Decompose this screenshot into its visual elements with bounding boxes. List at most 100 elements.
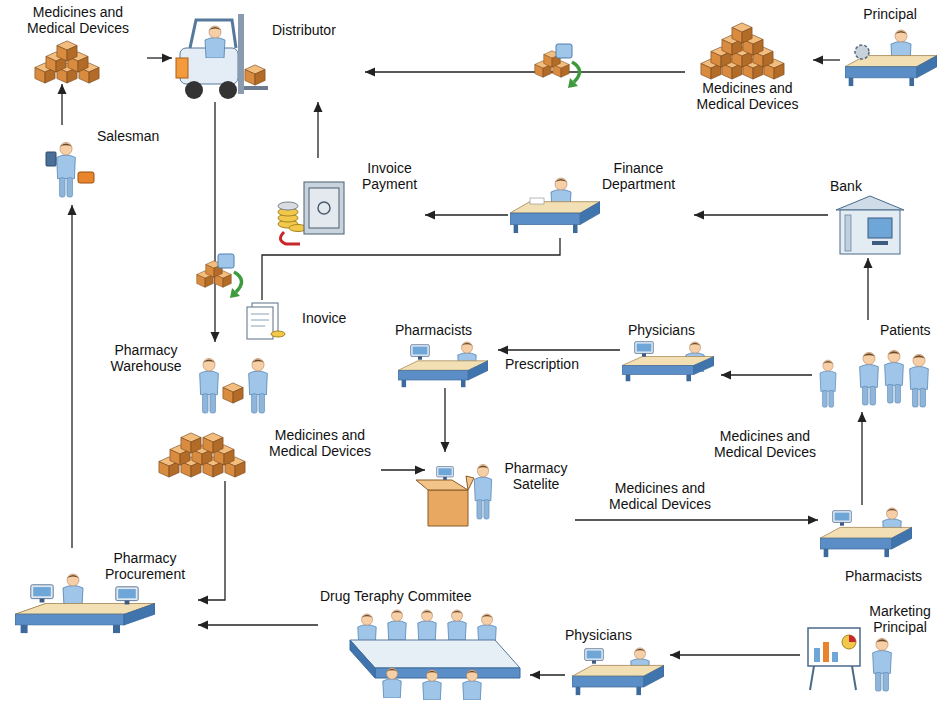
flow-arrow [365,68,685,77]
arrow-head [415,466,425,475]
arrow-label: Medicines and Medical Devices [590,480,730,512]
arrow-head [670,651,680,660]
arrow-head [813,56,823,65]
arrow-label: Prescription [505,356,600,372]
flow-node: Pharmacy Procurement [10,548,198,636]
flow-arrow [198,621,318,630]
arrow-head [694,211,704,220]
flow-arrow [670,651,800,660]
arrow-label-holder: Medicines and Medical Devices [705,428,825,460]
arrow-line [365,71,685,72]
flow-arrow [68,205,77,548]
flow-node: Physicians [620,320,721,380]
flow-node: Pharmacists [818,505,940,588]
arrow-head [211,332,220,342]
flow-node: Bank [828,178,908,258]
flow-arrow [314,102,323,158]
node-label: Marketing Principal [862,603,938,635]
flow-node: Salesman [45,125,170,205]
node-label: Medicines and Medical Devices [685,80,810,112]
flow-node: Pharmacy Satelite [425,452,575,532]
node-label: Patients [880,322,940,338]
arrow-head [858,412,867,422]
arrow-line [262,238,560,300]
arrow-line [861,412,862,505]
flow-arrow [813,56,840,65]
node-label: Pharmacists [845,568,935,584]
arrow-line [498,349,620,350]
flow-arrow [530,671,565,680]
arrow-line [575,519,818,520]
arrow-head [198,621,208,630]
node-label: Invoice Payment [357,160,422,192]
arrow-head [530,671,540,680]
arrow-label-holder: Medicines and Medical Devices [590,480,730,512]
arrow-head [314,102,323,112]
arrow-head [721,371,731,380]
flow-node: Inovice [240,300,370,340]
arrow-label-holder: Prescription [505,356,600,372]
flow-arrow [694,211,828,220]
node-label: Medicines and Medical Devices [262,427,378,459]
flow-node: Medicines and Medical Devices [685,18,813,116]
flow-arrow [441,388,450,452]
flow-node: Invoice Payment [272,158,425,240]
flow-node: Medicines and Medical Devices [12,4,147,84]
flow-arrow [211,102,220,342]
arrow-head [68,205,77,215]
arrow-head [808,516,818,525]
arrow-line [670,654,800,655]
arrow-head [864,258,873,268]
arrow-line [198,624,318,625]
node-label: Medicines and Medical Devices [12,4,144,36]
flow-arrow [425,211,508,220]
arrow-line [71,205,72,548]
node-label: Physicians [628,322,718,338]
flow-node: Marketing Principal [800,603,941,693]
flow-node: Distributor [172,12,365,102]
node-label: Pharmacy Warehouse [100,342,192,374]
node-label: Finance Department [586,160,691,192]
flow-node: Patients [812,320,943,412]
arrow-head [365,68,375,77]
flow-node: Principal [840,4,943,89]
node-label: Pharmacists [395,322,495,338]
node-label: Pharmacy Procurement [95,550,195,582]
flow-node: Pharmacy Warehouse [100,342,275,424]
flow-arrow [198,481,225,605]
arrow-head [162,54,172,63]
flow-arrow [575,516,818,525]
node-label: Drug Teraphy Commitee [320,588,525,604]
node-label: Salesman [97,128,167,144]
flow-arrow [864,258,873,320]
node-label: Distributor [272,22,362,38]
flow-node: Physicians [565,625,670,703]
arrow-line [721,374,812,375]
flow-arrow [858,412,867,505]
node-label: Inovice [302,310,367,326]
flow-node: Medicines and Medical Devices [150,425,381,481]
node-label: Pharmacy Satelite [501,460,571,492]
flow-node: Pharmacists [395,320,498,388]
arrow-head [58,84,67,94]
flow-arrow [721,371,812,380]
node-label: Principal [840,6,940,22]
arrow-head [498,346,508,355]
arrow-line [425,214,508,215]
arrow-head [198,596,208,605]
arrow-head [425,211,435,220]
flow-arrow [381,466,425,475]
node-label: Physicians [565,627,665,643]
arrow-line [198,481,225,600]
flow-arrow [498,346,620,355]
flow-node: Finance Department [508,158,694,238]
arrow-line [214,102,215,342]
flow-node: Drug Teraphy Commitee [318,585,530,703]
arrow-line [694,214,828,215]
flow-arrow [262,238,560,300]
node-label: Bank [830,178,900,194]
arrow-label: Medicines and Medical Devices [705,428,825,460]
flow-arrow [58,84,67,125]
